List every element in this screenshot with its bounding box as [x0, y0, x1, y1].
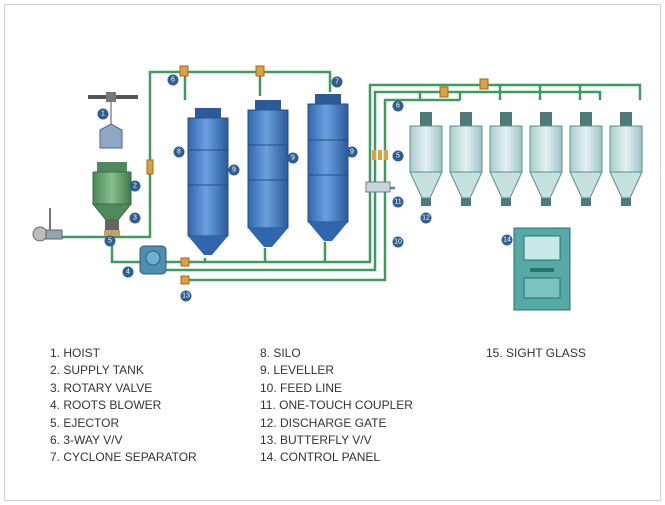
marker-7: 7	[331, 76, 343, 88]
legend-item: 1. HOIST	[50, 346, 101, 360]
valve-feed	[146, 159, 154, 175]
svg-text:9: 9	[232, 167, 236, 174]
marker-14: 14	[501, 234, 513, 246]
svg-text:9: 9	[291, 155, 295, 162]
marker-9c: 9	[346, 146, 358, 158]
ejector	[32, 208, 63, 242]
valve-group	[146, 65, 489, 285]
svg-text:6: 6	[171, 77, 175, 84]
valve-butterfly-1	[180, 257, 190, 267]
marker-9b: 9	[287, 152, 299, 164]
legend-item: 3. ROTARY VALVE	[50, 380, 153, 395]
hopper-1	[409, 112, 443, 206]
silo-3	[307, 94, 349, 241]
marker-2: 2	[129, 180, 141, 192]
marker-10: 10	[392, 236, 404, 248]
svg-text:5: 5	[108, 238, 112, 245]
svg-text:8: 8	[177, 149, 181, 156]
svg-text:2: 2	[133, 183, 137, 190]
valve-butterfly-2	[180, 275, 190, 285]
pipe-silo-bottom	[203, 242, 327, 262]
marker-4: 4	[122, 266, 134, 278]
marker-3: 3	[129, 212, 141, 224]
legend-item: 4. ROOTS BLOWER	[50, 398, 162, 413]
legend-item: 15. SIGHT GLASS	[486, 346, 586, 360]
marker-11: 11	[392, 196, 404, 208]
svg-text:9: 9	[350, 149, 354, 156]
svg-text:1: 1	[101, 111, 105, 118]
legend-item: 2. SUPPLY TANK	[50, 363, 144, 378]
valve-3way-2	[255, 65, 265, 77]
supply-tank	[91, 162, 133, 236]
svg-text:7: 7	[335, 79, 339, 86]
svg-text:6: 6	[396, 103, 400, 110]
silo-1	[187, 108, 229, 255]
legend-item: 11. ONE-TOUCH COUPLER	[260, 398, 413, 413]
valve-3way-hopper2	[479, 78, 489, 90]
svg-text:12: 12	[422, 215, 430, 222]
marker-13: 13	[180, 290, 192, 302]
valve-3way-hopper	[439, 86, 449, 98]
svg-text:5: 5	[396, 153, 400, 160]
legend-item: 6. 3-WAY V/V	[50, 433, 123, 448]
legend-column-2: 8. SILO 9. LEVELLER 10. FEED LINE 11. ON…	[260, 345, 413, 467]
svg-text:14: 14	[503, 237, 511, 244]
svg-text:11: 11	[394, 199, 401, 206]
legend-column-3: 15. SIGHT GLASS	[486, 345, 586, 362]
pipe-blower-line2	[165, 90, 422, 272]
legend-item: 7. CYCLONE SEPARATOR	[50, 450, 197, 465]
marker-8: 8	[173, 146, 185, 158]
pipe-branch-hoppers	[420, 90, 602, 100]
legend-column-1: 1. HOIST 2. SUPPLY TANK 3. ROTARY VALVE …	[50, 345, 197, 467]
marker-5: 5	[104, 235, 116, 247]
svg-text:3: 3	[133, 215, 137, 222]
marker-6b: 6	[392, 100, 404, 112]
legend-item: 14. CONTROL PANEL	[260, 450, 381, 465]
marker-9a: 9	[228, 164, 240, 176]
pipe-blower-line	[165, 83, 642, 264]
marker-12: 12	[420, 212, 432, 224]
hopper-3	[489, 112, 523, 206]
hopper-6	[609, 112, 643, 206]
marker-5b: 5	[392, 150, 404, 162]
legend-item: 5. EJECTOR	[50, 415, 120, 430]
svg-text:13: 13	[182, 293, 190, 300]
legend-item: 9. LEVELLER	[260, 363, 335, 378]
silo-2	[247, 100, 289, 247]
hopper-2	[449, 112, 483, 206]
hopper-4	[529, 112, 563, 206]
valve-3way-1	[179, 65, 189, 77]
svg-text:10: 10	[394, 239, 402, 246]
control-panel	[513, 227, 571, 311]
hoist	[88, 92, 138, 149]
marker-1: 1	[97, 108, 109, 120]
legend-item: 8. SILO	[260, 346, 301, 360]
roots-blower	[139, 245, 167, 275]
hopper-group	[409, 112, 643, 206]
svg-text:4: 4	[126, 269, 130, 276]
legend-item: 13. BUTTERFLY V/V	[260, 433, 372, 448]
pipe-ejector-line	[58, 70, 332, 239]
hopper-5	[569, 112, 603, 206]
one-touch-coupler	[365, 150, 391, 193]
marker-6a: 6	[167, 74, 179, 86]
legend-item: 10. FEED LINE	[260, 380, 343, 395]
legend-item: 12. DISCHARGE GATE	[260, 415, 387, 430]
